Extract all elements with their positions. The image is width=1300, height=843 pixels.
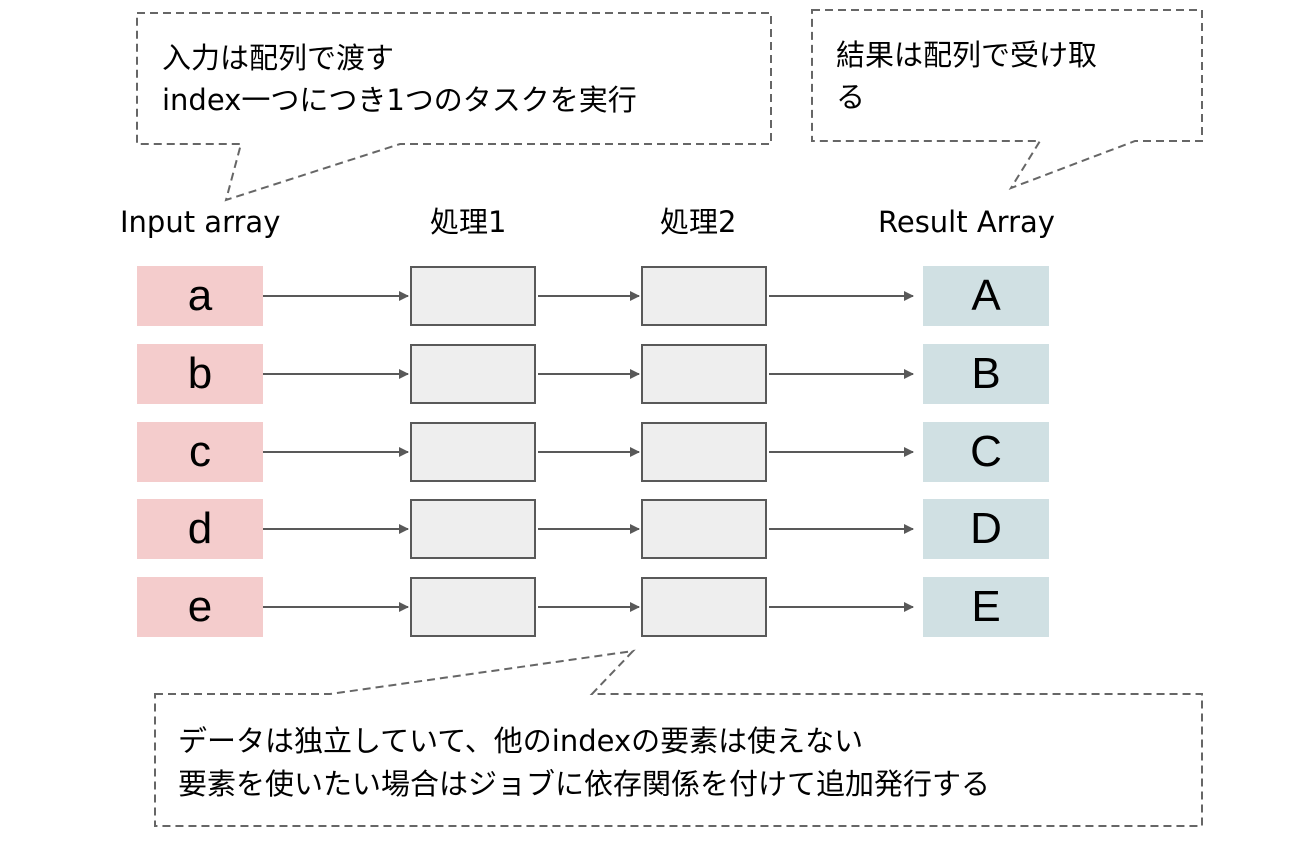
process-2-box — [641, 577, 767, 637]
process-2-header: 処理2 — [660, 205, 737, 239]
input-callout-line-2: index一つにつき1つのタスクを実行 — [162, 83, 637, 117]
input-callout-outline — [136, 12, 772, 202]
result-callout-line-1: 結果は配列で受け取 — [836, 38, 1098, 72]
process-1-box — [410, 577, 536, 637]
note-callout-line-2: 要素を使いたい場合はジョブに依存関係を付けて追加発行する — [178, 767, 991, 801]
process-2-box — [641, 499, 767, 559]
result-cell: E — [923, 577, 1049, 637]
process-1-box — [410, 266, 536, 326]
process-1-box — [410, 422, 536, 482]
result-callout-outline — [811, 9, 1203, 190]
result-cell: A — [923, 266, 1049, 326]
input-cell: c — [137, 422, 263, 482]
input-cell: a — [137, 266, 263, 326]
note-callout-line-1: データは独立していて、他のindexの要素は使えない — [178, 724, 864, 758]
input-array-header: Input array — [120, 205, 281, 239]
note-callout-outline — [154, 649, 1203, 827]
result-cell: C — [923, 422, 1049, 482]
input-cell: b — [137, 344, 263, 404]
result-array-header: Result Array — [878, 205, 1055, 239]
input-callout-line-1: 入力は配列で渡す — [162, 41, 395, 75]
input-cell: e — [137, 577, 263, 637]
process-1-box — [410, 499, 536, 559]
result-cell: D — [923, 499, 1049, 559]
process-2-box — [641, 422, 767, 482]
row-arrows — [263, 291, 914, 612]
process-2-box — [641, 344, 767, 404]
process-2-box — [641, 266, 767, 326]
process-1-header: 処理1 — [430, 205, 507, 239]
input-cell: d — [137, 499, 263, 559]
process-1-box — [410, 344, 536, 404]
result-cell: B — [923, 344, 1049, 404]
result-callout-line-2: る — [836, 80, 866, 114]
